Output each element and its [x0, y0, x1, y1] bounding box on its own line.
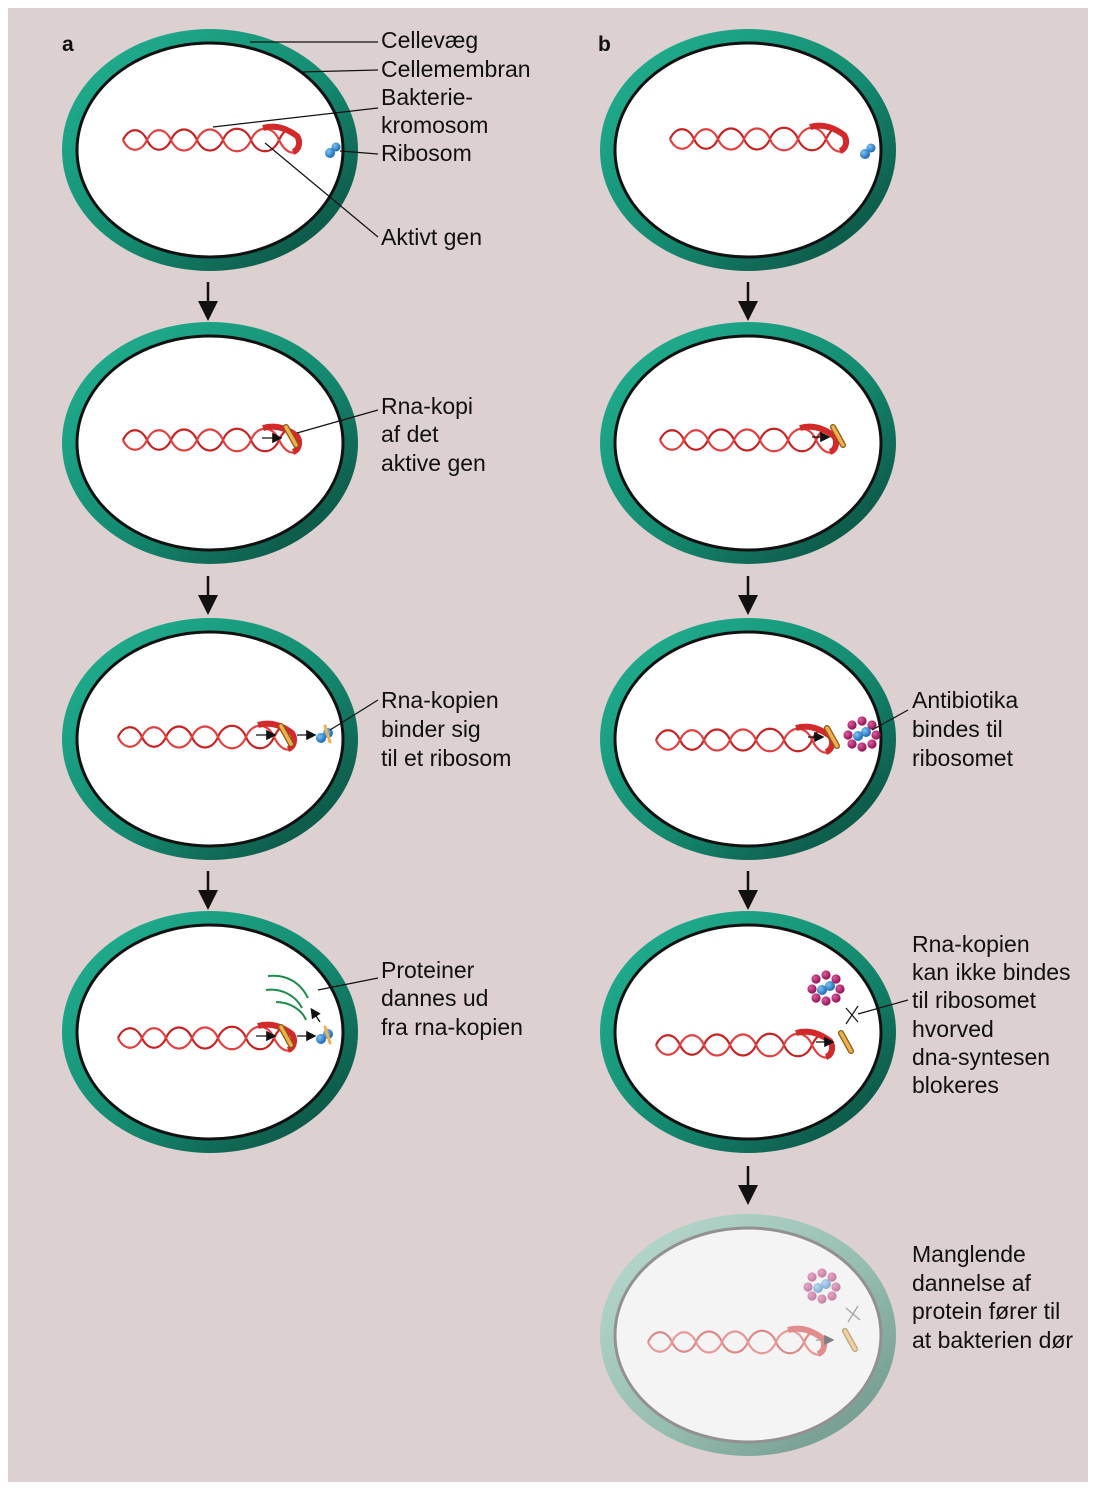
cell-membrane	[75, 630, 345, 848]
label-block-5: dna-syntesen	[912, 1044, 1050, 1070]
label-cellemembran: Cellemembran	[381, 56, 531, 82]
label-rna-3: aktive gen	[381, 450, 486, 476]
leader-protein	[317, 977, 379, 991]
protein-strand	[267, 974, 309, 999]
cell-a2	[62, 322, 358, 564]
translation-arrow	[310, 1007, 321, 1023]
cell-membrane	[75, 923, 345, 1141]
leader-antibiotika	[871, 709, 909, 731]
label-block-2: kan ikke bindes	[912, 959, 1071, 985]
label-death-4: at bakterien dør	[912, 1327, 1073, 1353]
cell-a4	[62, 911, 358, 1153]
cell-membrane	[613, 1226, 883, 1444]
label-cellevaeg: Cellevæg	[381, 27, 478, 53]
cell-a3	[62, 618, 358, 860]
label-binder-1: Rna-kopien	[381, 687, 499, 713]
antibiotic-bound-ribosome	[807, 970, 845, 1006]
label-protein-2: dannes ud	[381, 985, 488, 1011]
cell-b4	[600, 911, 896, 1153]
cell-a1	[62, 29, 358, 271]
cell-membrane	[613, 41, 883, 259]
label-block-1: Rna-kopien	[912, 931, 1030, 957]
label-ribosom: Ribosom	[381, 140, 472, 166]
leader-cellemembran	[299, 69, 379, 73]
label-rna-1: Rna-kopi	[381, 393, 473, 419]
cell-membrane	[613, 630, 883, 848]
label-death-3: protein fører til	[912, 1298, 1060, 1324]
label-block-4: hvorved	[912, 1016, 994, 1042]
panel-a-letter: a	[62, 33, 74, 56]
label-anti-1: Antibiotika	[912, 687, 1018, 713]
antibiotic-bound-ribosome	[803, 1268, 841, 1304]
leader-blokeres	[857, 999, 909, 1015]
panel-b-letter: b	[598, 33, 611, 56]
label-rna-2: af det	[381, 421, 439, 447]
label-anti-2: bindes til	[912, 716, 1003, 742]
protein-strand	[275, 1001, 307, 1021]
label-binder-2: binder sig	[381, 716, 481, 742]
leader-ribosom	[339, 150, 379, 155]
label-aktivt-gen: Aktivt gen	[381, 224, 482, 250]
label-protein-3: fra rna-kopien	[381, 1014, 523, 1040]
cell-b1	[600, 29, 896, 271]
label-protein-1: Proteiner	[381, 957, 475, 983]
leader-rna-kopi	[296, 409, 379, 434]
leader-binder	[329, 699, 379, 731]
label-binder-3: til et ribosom	[381, 745, 511, 771]
block-cross-icon	[845, 1007, 859, 1023]
block-cross-icon	[845, 1307, 861, 1321]
cell-membrane	[75, 334, 345, 552]
label-kromosom-1: Bakterie-	[381, 84, 473, 110]
label-kromosom-2: kromosom	[381, 112, 488, 138]
leader-kromosom	[212, 107, 379, 128]
cell-b3	[600, 618, 896, 860]
label-block-6: blokeres	[912, 1072, 999, 1098]
label-anti-3: ribosomet	[912, 745, 1014, 771]
antibiotic-bound-ribosome	[843, 716, 881, 752]
label-death-2: dannelse af	[912, 1270, 1032, 1296]
cell-b2	[600, 322, 896, 564]
cell-membrane	[613, 334, 883, 552]
label-death-1: Manglende	[912, 1241, 1026, 1267]
blocked-binding-arrow	[847, 1305, 859, 1323]
label-block-3: til ribosomet	[912, 987, 1037, 1013]
protein-strand	[265, 988, 303, 1009]
cell-b5-dying	[600, 1214, 896, 1456]
leader-aktivt-gen	[264, 142, 379, 238]
